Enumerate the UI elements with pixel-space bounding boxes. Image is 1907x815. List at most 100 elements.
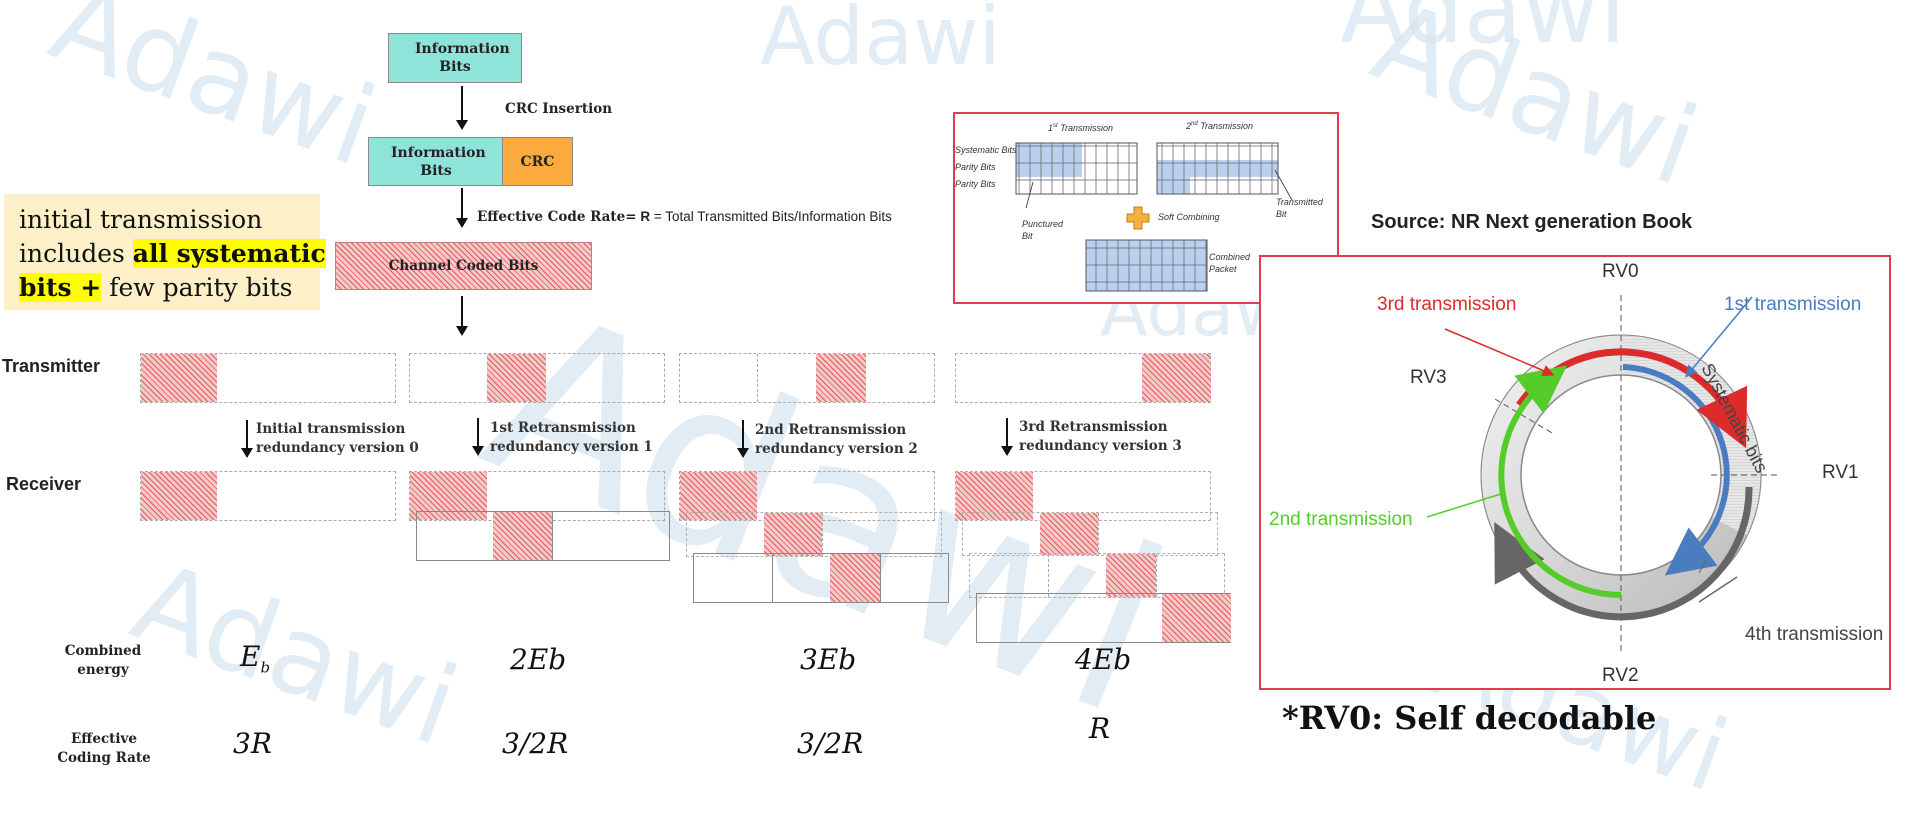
effective-code-rate-suffix: = Total Transmitted Bits/Information Bit…: [654, 209, 892, 224]
tx-segment: [816, 354, 866, 402]
rx-segment: [1106, 554, 1156, 597]
step-line-2: redundancy version 2: [755, 440, 918, 459]
rv1-label: RV1: [1822, 462, 1859, 484]
rate-value: R: [1089, 712, 1110, 745]
segment-divider: [772, 554, 773, 602]
information-bits-label: Information Bits: [415, 40, 495, 76]
step-label-rv1: 1st Retransmission redundancy version 1: [490, 419, 653, 457]
crc-box: CRC: [502, 137, 573, 186]
energy-value: Eb: [240, 640, 270, 677]
effective-code-rate-prefix: Effective Code Rate=: [477, 209, 637, 225]
rx-segment: [493, 512, 552, 560]
energy-value: 3Eb: [800, 643, 856, 676]
receiver-label: Receiver: [6, 474, 81, 495]
step-label-rv3: 3rd Retransmission redundancy version 3: [1019, 418, 1182, 456]
transmitted-bit-label: Transmitted Bit: [1276, 196, 1324, 220]
rv0-label: RV0: [1602, 261, 1639, 283]
rx-buffer: [416, 511, 670, 561]
crc-insertion-label: CRC Insertion: [505, 101, 612, 117]
step-label-rv0: Initial transmission redundancy version …: [256, 420, 419, 458]
rate-value: 3R: [233, 727, 272, 760]
rx-buffer: [962, 512, 1218, 556]
rate-value: 3/2R: [502, 727, 568, 760]
watermark: Adawi: [1358, 0, 1713, 211]
third-transmission-label: 3rd transmission: [1377, 294, 1516, 316]
segment-divider: [822, 513, 823, 556]
step-line-1: Initial transmission: [256, 420, 419, 439]
combined-energy-label: Combined energy: [58, 642, 148, 680]
rx-buffer: [140, 471, 396, 521]
energy-base: E: [240, 640, 260, 673]
segment-divider: [1156, 554, 1157, 597]
step-arrow: [241, 420, 253, 460]
transmitter-label: Transmitter: [2, 356, 100, 377]
rx-buffer: [976, 593, 1231, 643]
crc-label: CRC: [521, 154, 555, 170]
step-line-1: 3rd Retransmission: [1019, 418, 1182, 437]
information-bits-box-2: Information Bits: [368, 137, 504, 186]
effective-code-rate-r: R: [640, 209, 650, 224]
watermark: Adawi: [1340, 0, 1626, 65]
rx-buffer: [686, 512, 942, 557]
rate-value: 3/2R: [797, 727, 863, 760]
note-line-3: bits + few parity bits: [19, 271, 326, 305]
flow-arrow: [455, 188, 469, 230]
step-arrow: [737, 420, 749, 460]
fourth-transmission-label: 4th transmission: [1745, 624, 1883, 646]
effective-coding-line-1: Effective: [54, 730, 154, 749]
flow-arrow: [455, 296, 469, 338]
rv0-footnote: *RV0: Self decodable: [1282, 699, 1656, 737]
tx-buffer-rv1: [409, 353, 665, 403]
combined-energy-line-2: energy: [58, 661, 148, 680]
information-bits-box: Information Bits: [388, 33, 522, 83]
segment-divider: [880, 554, 881, 602]
watermark: Adawi: [36, 0, 391, 191]
flow-arrow: [455, 86, 469, 132]
step-label-rv2: 2nd Retransmission redundancy version 2: [755, 421, 918, 459]
effective-code-rate-label: Effective Code Rate= R = Total Transmitt…: [477, 209, 892, 225]
second-transmission-label: 2nd transmission: [1269, 509, 1413, 531]
information-bits-label-2: Information Bits: [391, 144, 481, 180]
rx-segment: [764, 513, 822, 556]
step-line-1: 2nd Retransmission: [755, 421, 918, 440]
rx-buffer: [693, 553, 949, 603]
rx-buffer: [969, 553, 1225, 598]
tx-buffer-rv3: [955, 353, 1211, 403]
tx-segment: [1142, 354, 1211, 402]
tx-segment: [487, 354, 546, 402]
energy-value: 4Eb: [1075, 643, 1131, 676]
segment-divider: [552, 512, 553, 560]
first-transmission-label: 1st transmission: [1724, 294, 1861, 316]
note-highlight: bits +: [19, 273, 101, 302]
rv2-label: RV2: [1602, 665, 1639, 687]
punctured-bit-label: Punctured Bit: [1022, 218, 1060, 242]
tx-buffer-rv2: [679, 353, 935, 403]
combined-energy-line-1: Combined: [58, 642, 148, 661]
energy-value: 2Eb: [510, 643, 566, 676]
energy-subscript: b: [260, 659, 270, 677]
segment-divider: [757, 354, 758, 402]
rx-segment: [830, 554, 880, 602]
step-line-2: redundancy version 1: [490, 438, 653, 457]
segment-divider: [1098, 513, 1099, 555]
tx-buffer-rv0: [140, 353, 396, 403]
note-line-2-plain: includes: [19, 239, 133, 268]
effective-coding-line-2: Coding Rate: [54, 749, 154, 768]
note-highlight: all systematic: [133, 239, 326, 268]
soft-combining-label: Soft Combining: [1158, 212, 1220, 222]
source-label: Source: NR Next generation Book: [1371, 211, 1692, 234]
step-line-2: redundancy version 3: [1019, 437, 1182, 456]
rx-segment: [141, 472, 217, 520]
watermark: Adawi: [118, 537, 473, 771]
step-arrow: [1001, 418, 1013, 458]
rx-segment: [1162, 594, 1231, 642]
channel-coded-bits-label: Channel Coded Bits: [389, 258, 539, 274]
step-line-2: redundancy version 0: [256, 439, 419, 458]
segment-divider: [1048, 554, 1049, 597]
note-line-2: includes all systematic: [19, 237, 326, 271]
note-line-3-plain: few parity bits: [101, 273, 292, 302]
watermark: Adawi: [760, 0, 1001, 83]
combined-packet-label: Combined Packet: [1209, 251, 1257, 275]
channel-coded-bits-box: Channel Coded Bits: [335, 242, 592, 290]
step-arrow: [472, 418, 484, 458]
